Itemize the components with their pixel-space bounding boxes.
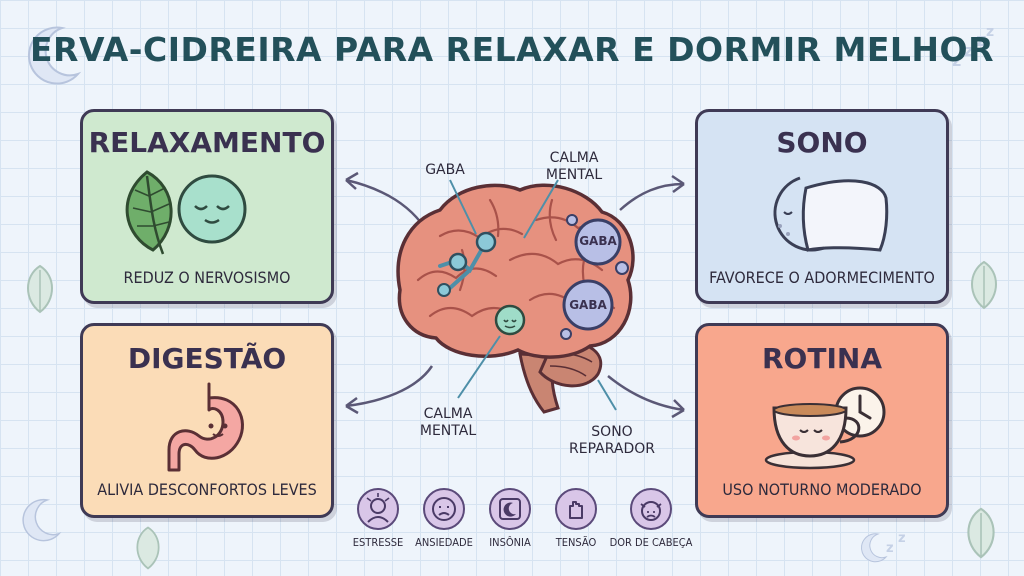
card-caption: USO NOTURNO MODERADO <box>722 480 922 499</box>
symptom-dor-de-cabeca: DOR DE CABEÇA <box>606 488 696 549</box>
headache-icon <box>630 488 672 530</box>
moon-icon <box>22 498 62 542</box>
symptom-estresse: ESTRESSE <box>342 488 414 549</box>
symptom-label: ESTRESSE <box>352 536 404 549</box>
card-caption: ALIVIA DESCONFORTOS LEVES <box>97 480 317 499</box>
gaba-bubble-label: GABA <box>579 234 617 248</box>
zzz-icon: z z <box>886 531 906 556</box>
symptom-label: ANSIEDADE <box>415 536 473 549</box>
card-heading: RELAXAMENTO <box>88 126 326 159</box>
leaf-icon <box>971 260 997 310</box>
label-gaba: GABA <box>425 162 465 178</box>
stomach-icon <box>167 382 244 472</box>
stress-icon <box>357 488 399 530</box>
card-heading: DIGESTÃO <box>127 342 287 375</box>
symptom-ansiedade: ANSIEDADE <box>408 488 480 549</box>
svg-text:z: z <box>952 51 961 70</box>
moon-icon <box>860 533 888 563</box>
svg-text:z: z <box>986 24 994 40</box>
anxiety-face-icon <box>423 488 465 530</box>
card-caption: FAVORECE O ADORMECIMENTO <box>709 268 935 287</box>
card-heading: SONO <box>776 126 868 159</box>
svg-text:z: z <box>964 41 973 60</box>
symptom-label: INSÔNIA <box>489 536 531 549</box>
svg-text:z: z <box>886 541 894 556</box>
brain-icon <box>345 171 685 419</box>
pillow-icon <box>773 176 889 252</box>
insomnia-moon-icon <box>489 488 531 530</box>
svg-text:z: z <box>898 531 906 546</box>
card-heading: ROTINA <box>762 342 882 375</box>
symptom-label: DOR DE CABEÇA <box>609 536 693 549</box>
leaf-icon <box>125 170 173 255</box>
zzz-icon: z z z z <box>952 24 994 70</box>
moon-icon <box>27 26 82 85</box>
symptom-label: TENSÃO <box>555 536 597 549</box>
clock-icon <box>834 386 886 438</box>
tension-hand-icon <box>555 488 597 530</box>
card-caption: REDUZ O NERVOSISMO <box>123 268 291 287</box>
page-title: ERVA-CIDREIRA PARA RELAXAR E DORMIR MELH… <box>30 30 994 69</box>
leaf-icon <box>27 264 53 314</box>
card-digestao: DIGESTÃO ALIVIA DESCONFORTOS LEVES <box>80 323 334 518</box>
card-sono: SONO FAVORECE O ADORMECIMENTO <box>695 109 949 304</box>
gaba-bubble-label: GABA <box>569 298 607 312</box>
symptom-insonia: INSÔNIA <box>474 488 546 549</box>
symptom-tensao: TENSÃO <box>540 488 612 549</box>
svg-text:z: z <box>976 30 986 51</box>
tea-cup-icon <box>764 403 861 470</box>
card-rotina: ROTINA USO NOTURNO MODERADO <box>695 323 949 518</box>
card-relaxamento: RELAXAMENTO REDUZ O NERVOSISMO <box>80 109 334 304</box>
calm-face-icon <box>177 174 247 244</box>
leaf-icon <box>136 526 160 570</box>
label-calma-mental-top: CALMA MENTAL <box>545 150 603 183</box>
label-sono-reparador: SONO REPARADOR <box>569 424 655 457</box>
label-calma-mental-bottom: CALMA MENTAL <box>419 406 477 439</box>
leaf-icon <box>967 507 995 559</box>
